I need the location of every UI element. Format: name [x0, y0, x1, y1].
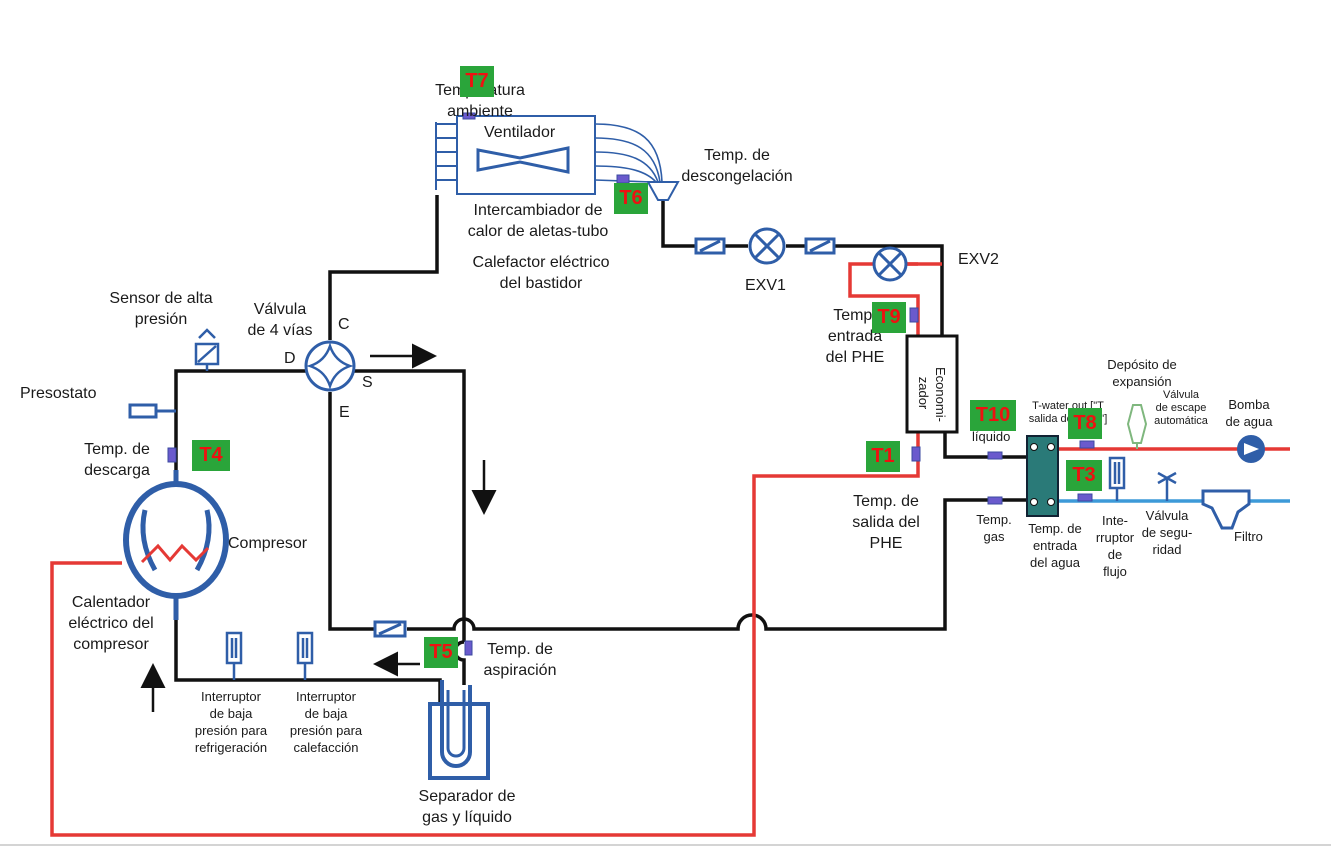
gas-liquid-separator-icon	[428, 680, 490, 780]
port-c-label: C	[338, 316, 350, 333]
safety-valve-icon	[1157, 471, 1177, 501]
sensor-tag-t7: T7	[460, 66, 494, 97]
pressure-switch-icon	[128, 403, 176, 419]
sensor-tag-t1: T1	[866, 441, 900, 472]
plate-heat-exchanger-icon	[1026, 435, 1059, 517]
flow-switch-icon	[1108, 456, 1126, 501]
four-way-valve-icon	[304, 340, 356, 392]
exv2-valve-icon	[872, 246, 908, 282]
sensor-tag-t9: T9	[872, 302, 906, 333]
sensor-tag-t5: T5	[424, 637, 458, 668]
compressor-icon	[123, 470, 229, 620]
filter-label: Filtro	[1234, 529, 1263, 544]
pressure-switch-label: Presostato	[20, 385, 97, 402]
exv2-label: EXV2	[958, 251, 999, 268]
exv1-valve-icon	[748, 227, 786, 265]
compressor-label: Compresor	[228, 535, 308, 552]
filter-icon	[1201, 489, 1251, 530]
port-d-label: D	[284, 350, 296, 367]
port-e-label: E	[339, 404, 350, 421]
liquid-temp-label: líquido	[972, 429, 1011, 444]
economizer-icon	[905, 334, 959, 434]
high-pressure-sensor-icon	[194, 328, 220, 371]
sensor-tag-t6: T6	[614, 183, 648, 214]
exv1-label: EXV1	[745, 277, 786, 294]
sensor-tag-t3: T3	[1066, 460, 1102, 491]
fin-tube-heat-exchanger	[435, 115, 680, 201]
sensor-tag-t10: T10	[970, 400, 1016, 431]
economizer-label: Economi-zador	[916, 367, 948, 422]
flow-arrows	[140, 343, 497, 712]
water-pump-icon	[1237, 435, 1265, 463]
inline-filter-icons	[373, 237, 836, 638]
gas-temp-label: Temp.gas	[976, 512, 1012, 544]
fan-label: Ventilador	[484, 124, 556, 141]
low-pressure-switch-icons	[225, 631, 314, 680]
port-s-label: S	[362, 374, 373, 391]
sensor-tag-t8: T8	[1068, 408, 1102, 439]
sensor-tag-t4: T4	[192, 440, 230, 471]
refrigerant-lines	[174, 190, 1028, 706]
expansion-tank-icon	[1126, 404, 1148, 449]
fan-icon	[476, 146, 570, 174]
